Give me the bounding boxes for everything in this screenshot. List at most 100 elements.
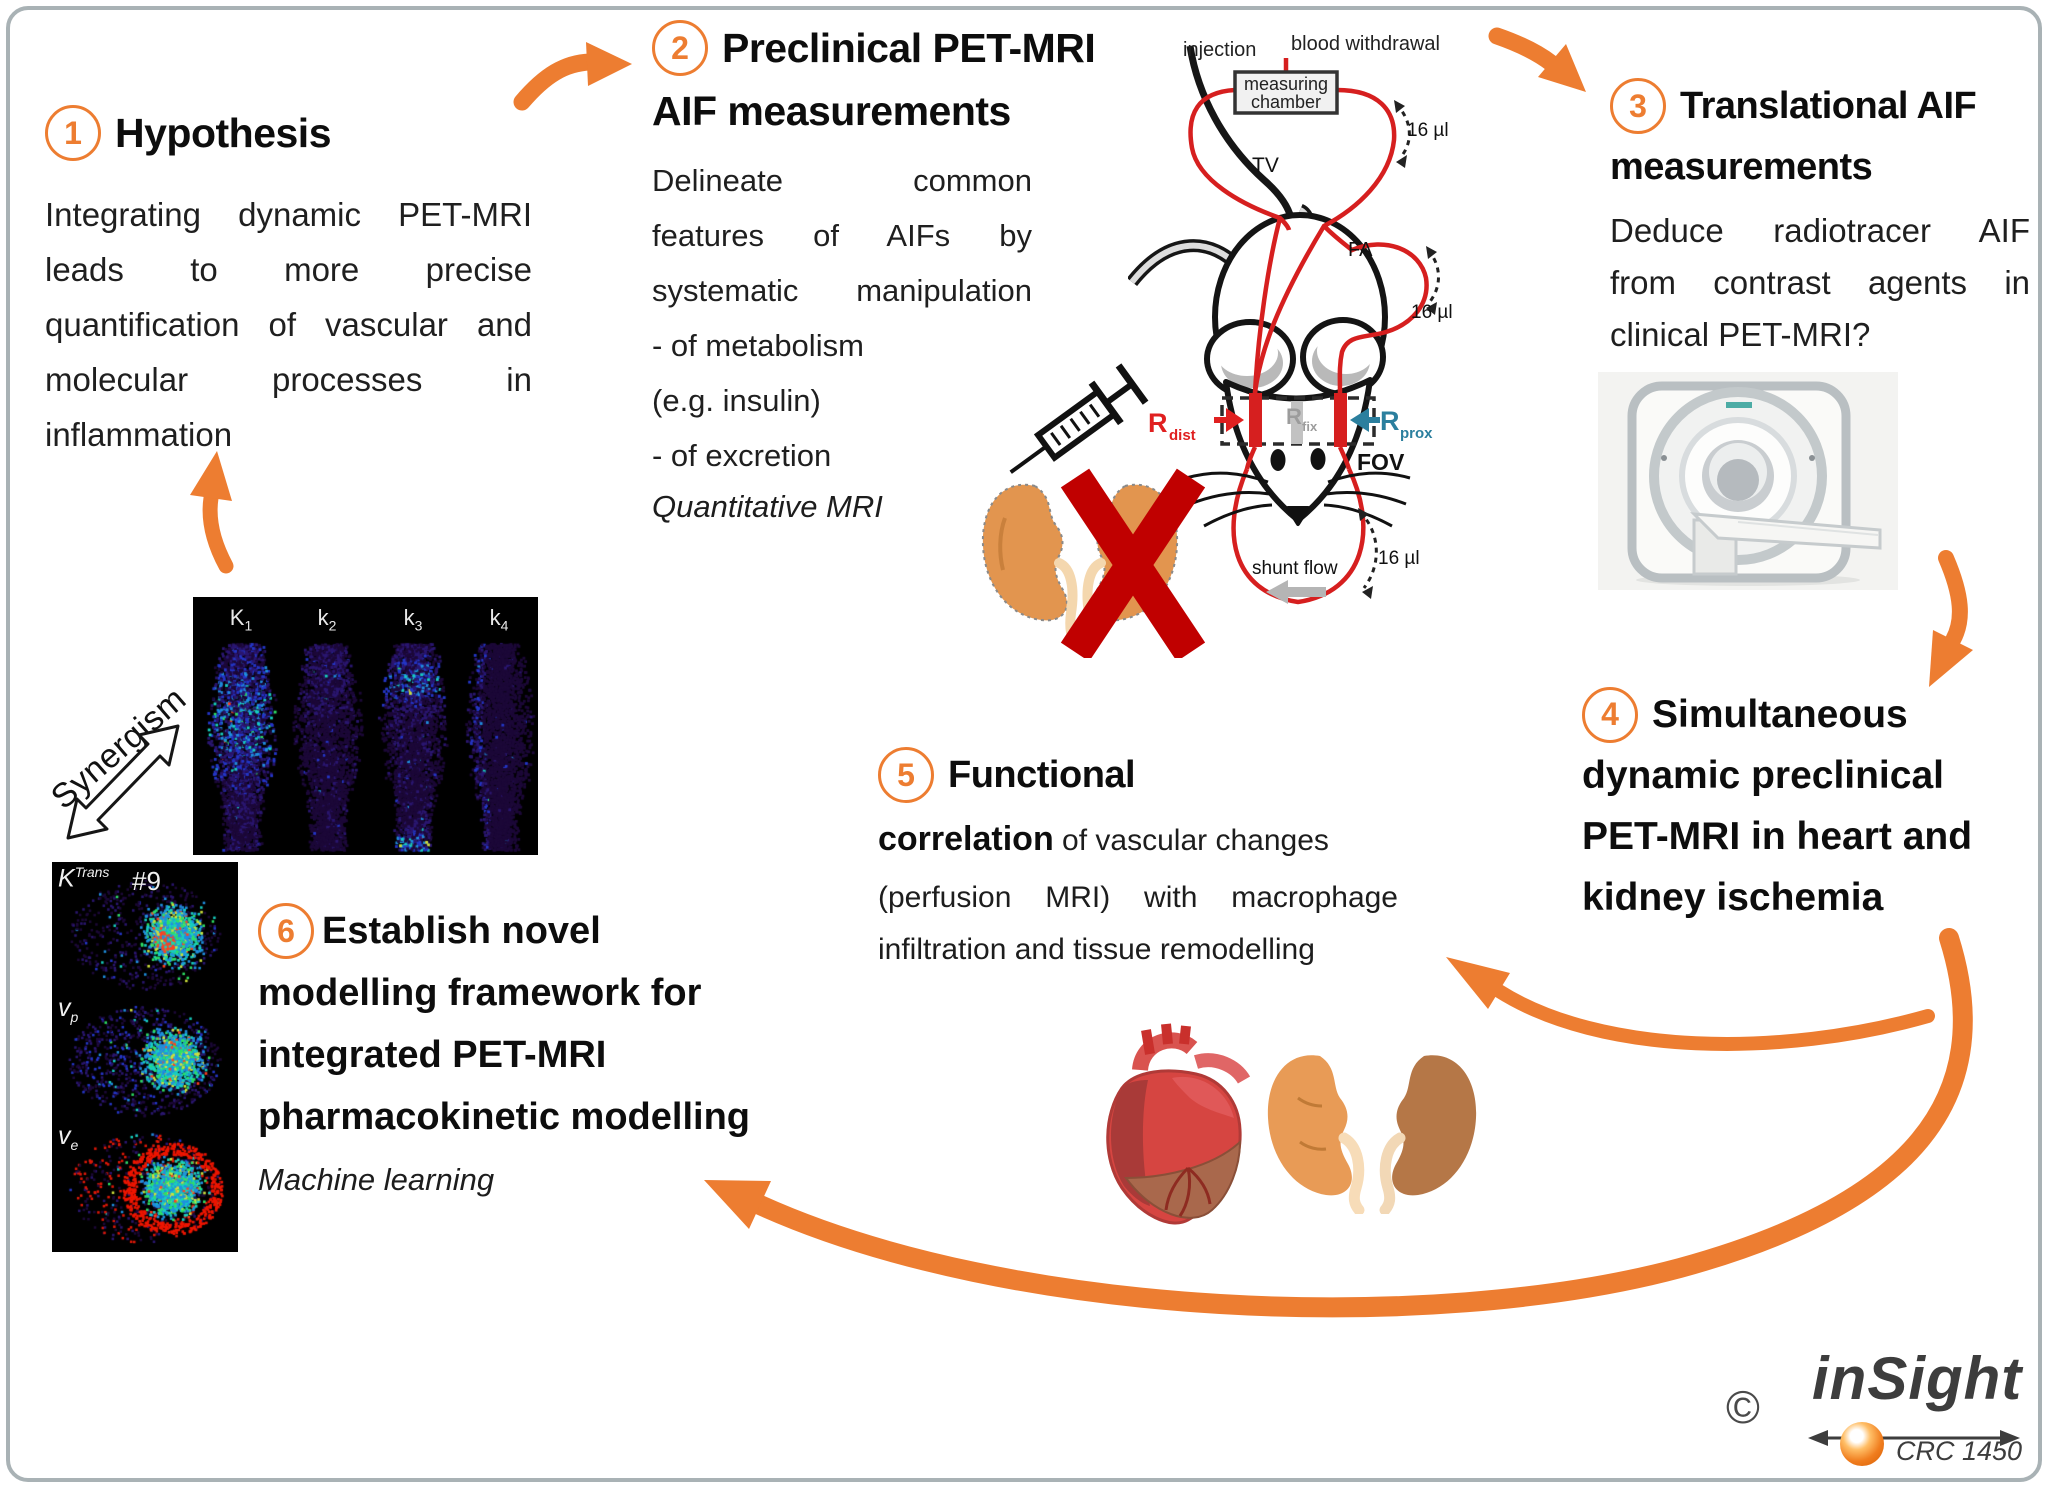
step-2-line: - of excretion xyxy=(652,438,832,473)
injection-line xyxy=(1186,45,1295,219)
step-2-title-line2: AIF measurements xyxy=(652,88,1011,134)
step-5-bold-word: correlation xyxy=(878,820,1054,858)
map-label-ve: ve xyxy=(58,1122,79,1153)
copyright-symbol: © xyxy=(1726,1381,1760,1433)
step-4-number-badge: 4 xyxy=(1582,686,1638,743)
step-5-line: correlation of vascular changes xyxy=(878,813,1398,872)
map-label-ktrans: KTrans xyxy=(58,864,110,893)
step-1-line: leads to more precise xyxy=(45,251,532,288)
step-1-line: Integrating dynamic PET-MRI xyxy=(45,196,532,233)
step-6-line: Establish novel xyxy=(322,910,601,952)
shunt-flow-label: shunt flow xyxy=(1252,558,1338,579)
step-1-number-badge: 1 xyxy=(45,105,101,161)
volume-label-mid: 16 µl xyxy=(1411,302,1453,323)
volume-label-bottom: 16 µl xyxy=(1378,548,1420,569)
r-fix-label: R fix xyxy=(1286,404,1318,434)
step-4-line: PET-MRI in heart and xyxy=(1582,815,1973,858)
r-fix-bar xyxy=(1291,401,1303,444)
map-label-k4: k4 xyxy=(489,605,509,634)
map-label-sample-number: #9 xyxy=(132,866,161,896)
femoral-artery-label: FA xyxy=(1348,239,1373,261)
step-3-translational-aif: 3 Translational AIF measurements Deduce … xyxy=(1610,78,2040,361)
step-2-heading: 2 Preclinical PET-MRI xyxy=(652,20,1152,76)
shunt-flow-arrow xyxy=(1266,580,1326,604)
step-5-heading: 5 Functional xyxy=(878,747,1418,803)
step-2-line: systematic manipulation xyxy=(652,273,1032,308)
svg-text:R: R xyxy=(1380,406,1400,436)
map-label-vp: vp xyxy=(58,994,79,1025)
step-2-body: Delineate common features of AIFs by sys… xyxy=(652,153,1032,483)
catheter-lines xyxy=(1188,87,1429,605)
step-1-body: Integrating dynamic PET-MRI leads to mor… xyxy=(45,187,532,462)
step-1-line: quantification of vascular and xyxy=(45,306,532,343)
step-6-number-badge: 6 xyxy=(258,903,314,959)
step-5-line: (perfusion MRI) with macrophage xyxy=(878,881,1398,914)
step-4-line: Simultaneous xyxy=(1652,693,1908,736)
step-1-line: inflammation xyxy=(45,416,233,453)
synergism-label: Synergism xyxy=(44,679,194,817)
measuring-chamber: measuring chamber xyxy=(1233,58,1339,115)
step-4-heading: 4 Simultaneous xyxy=(1582,684,2042,745)
step-5-line: infiltration and tissue remodelling xyxy=(878,933,1315,966)
step-2-line: features of AIFs by xyxy=(652,218,1032,253)
arrow-step3-to-step4 xyxy=(1929,550,1973,687)
volume-label-top: 16 µl xyxy=(1407,120,1449,141)
map-label-k2: k2 xyxy=(317,605,337,634)
step-3-line: from contrast agents in xyxy=(1610,264,2030,301)
dce-mri-maps-image xyxy=(52,862,238,1252)
step-3-number-badge: 3 xyxy=(1610,78,1666,134)
clinical-mri-scanner-photo xyxy=(1598,372,1898,590)
svg-text:R: R xyxy=(1148,408,1168,438)
step-2-line: Delineate common xyxy=(652,163,1032,198)
insight-logo-ball-icon xyxy=(1840,1422,1884,1466)
arrow-step2-to-step3 xyxy=(1488,27,1586,92)
step-4-simultaneous-petmri: 4 Simultaneous dynamic preclinical PET-M… xyxy=(1582,684,2042,928)
step-3-heading: 3 Translational AIF xyxy=(1610,78,2040,134)
step-6-line: pharmacokinetic modelling xyxy=(258,1096,750,1138)
step-1-line: molecular processes in xyxy=(45,361,532,398)
step-5-title: Functional xyxy=(948,753,1136,796)
step-6-method-note: Machine learning xyxy=(258,1162,495,1197)
insight-logo-name: inSight xyxy=(1812,1345,2023,1412)
svg-text:chamber: chamber xyxy=(1251,92,1321,112)
step-3-title-line1: Translational AIF xyxy=(1680,84,1977,127)
step-5-number-badge: 5 xyxy=(878,747,934,803)
step-2-title-line1: Preclinical PET-MRI xyxy=(722,24,1096,71)
step-1-title: Hypothesis xyxy=(115,109,332,156)
step-1-hypothesis: 1 Hypothesis Integrating dynamic PET-MRI… xyxy=(45,105,565,462)
injection-label: injection xyxy=(1183,39,1256,61)
insight-logo-crc-label: CRC 1450 xyxy=(1896,1436,2023,1466)
step-2-line: (e.g. insulin) xyxy=(652,383,821,418)
syringe-icon xyxy=(1009,363,1149,474)
r-dist-bar xyxy=(1249,393,1262,447)
mouse-face-features xyxy=(1185,448,1411,528)
arrow-step4-to-step5 xyxy=(1446,957,1935,1051)
r-prox-bar xyxy=(1334,393,1347,447)
step-3-line: Deduce radiotracer AIF xyxy=(1610,212,2030,249)
step-2-line: - of metabolism xyxy=(652,328,864,363)
step-3-title-line2: measurements xyxy=(1610,146,1873,188)
step-3-body: Deduce radiotracer AIF from contrast age… xyxy=(1610,205,2030,361)
arrow-step1-to-step2 xyxy=(513,42,632,111)
heart-illustration xyxy=(1106,1023,1251,1225)
red-x-icon xyxy=(1060,468,1205,658)
tail-vein-label: TV xyxy=(1252,154,1279,177)
kidneys-crossed-out-icon xyxy=(981,468,1205,658)
step-3-line: clinical PET-MRI? xyxy=(1610,316,1871,353)
r-dist-label: R dist xyxy=(1148,408,1244,444)
step-6-heading: 6 Establish novel xyxy=(258,900,898,962)
step-4-line: kidney ischemia xyxy=(1582,876,1884,919)
dce-mri-parameter-maps-panel: KTrans #9 vp ve xyxy=(52,862,238,1252)
step-6-modelling-framework: 6 Establish novel modelling framework fo… xyxy=(258,900,898,1198)
svg-text:R: R xyxy=(1286,404,1302,429)
map-label-k3: k3 xyxy=(403,605,423,634)
map-label-k1: K1 xyxy=(229,605,253,634)
fov-label: FOV xyxy=(1357,449,1405,475)
svg-text:fix: fix xyxy=(1302,419,1318,434)
step-2-method-note: Quantitative MRI xyxy=(652,489,883,524)
kidneys-illustration xyxy=(1267,1055,1477,1214)
svg-text:dist: dist xyxy=(1169,427,1196,444)
step-5-functional-correlation: 5 Functional correlation of vascular cha… xyxy=(878,747,1418,976)
mouse-av-shunt-diagram: measuring chamber injection blood withdr… xyxy=(1128,33,1453,605)
